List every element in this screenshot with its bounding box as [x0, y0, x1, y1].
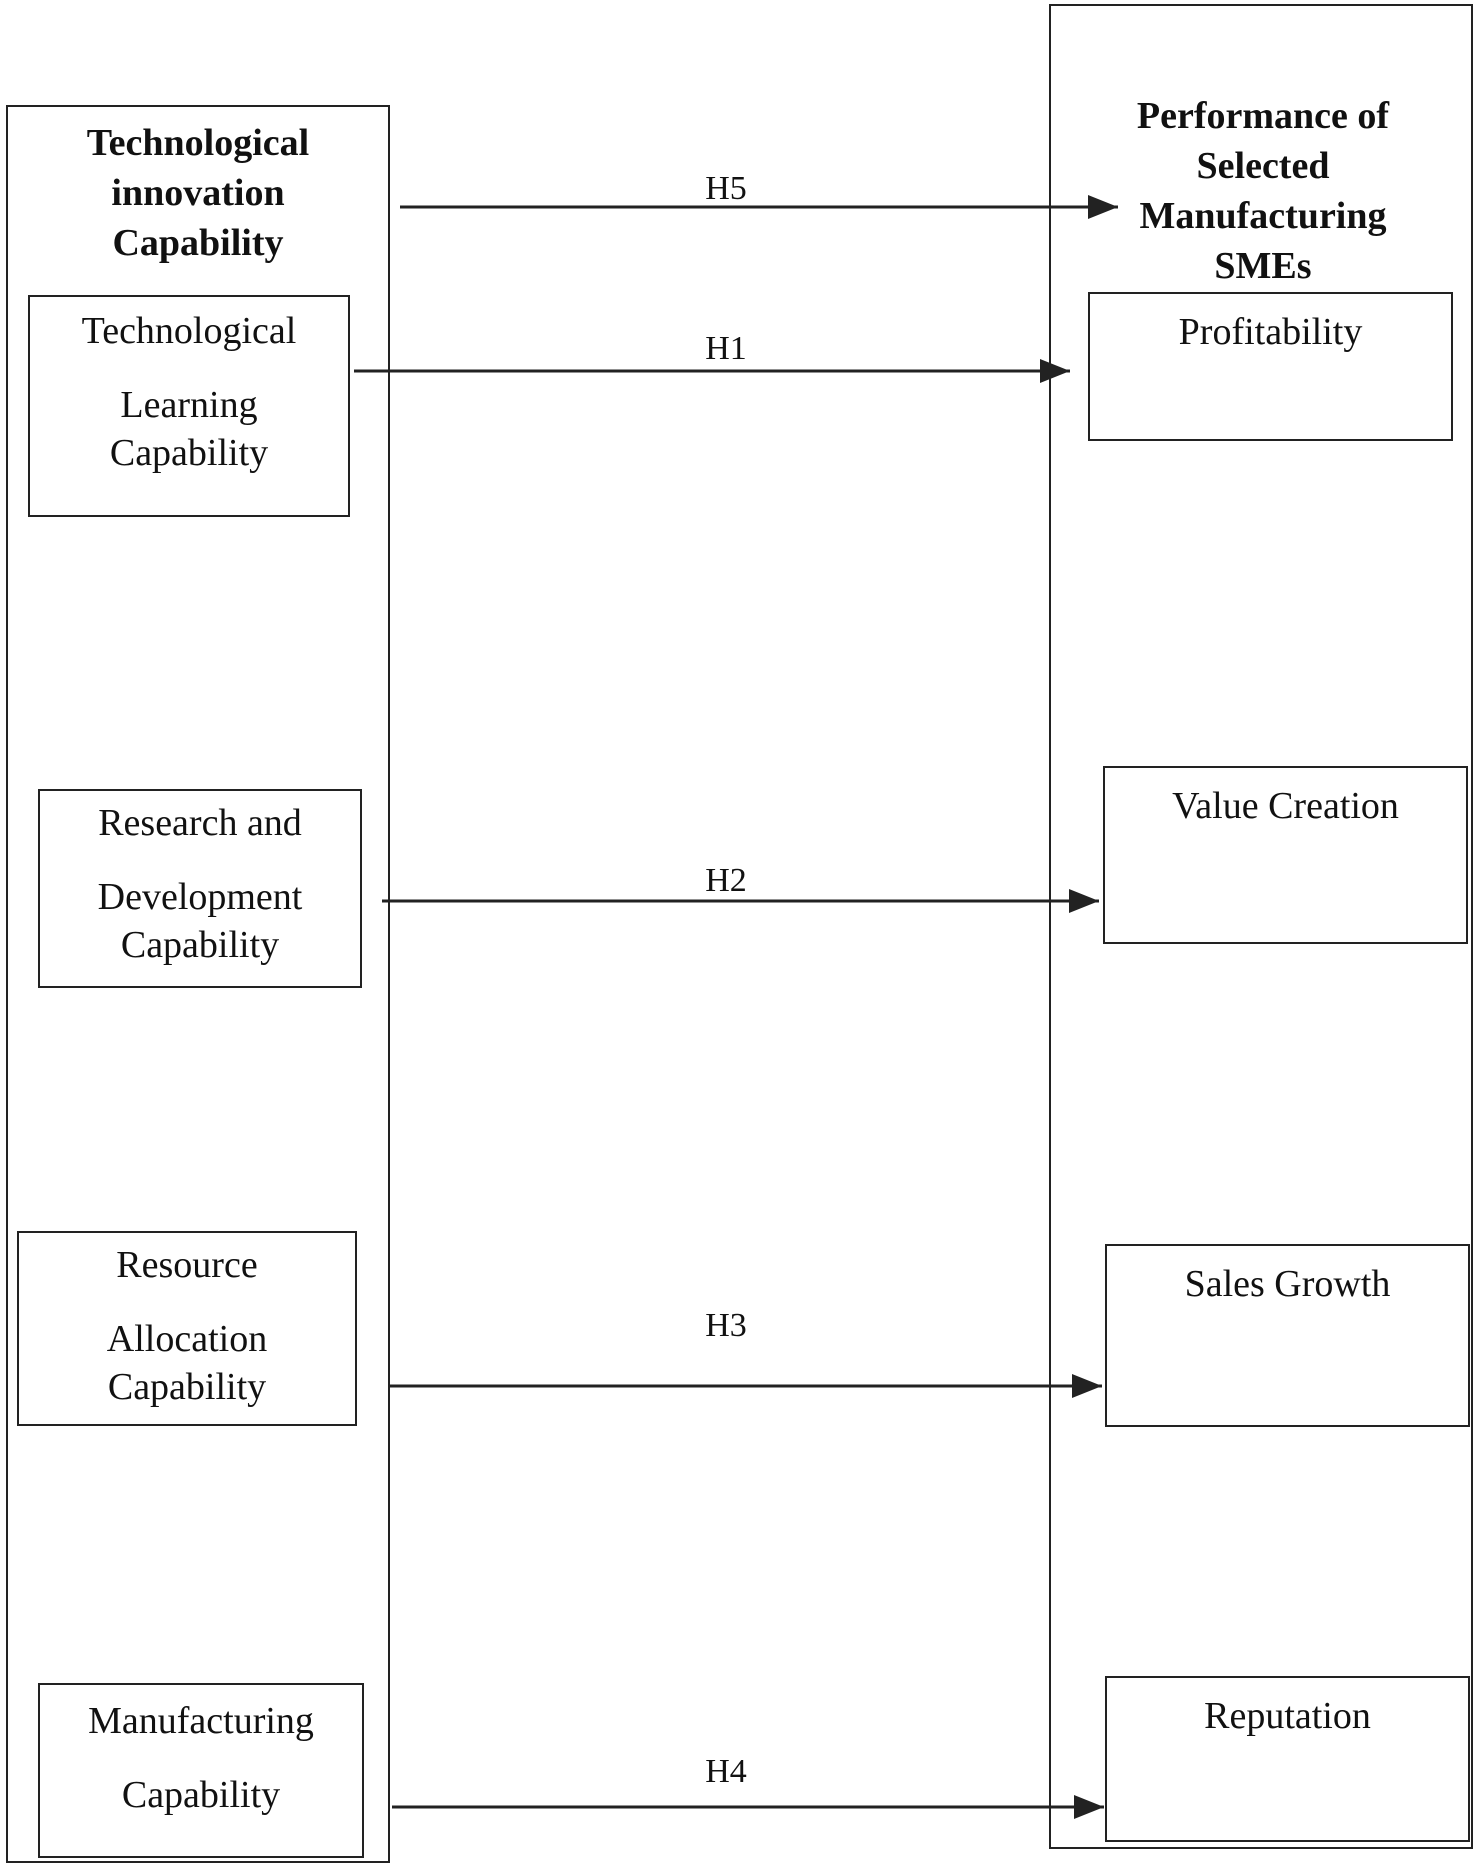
- hypothesis-label-h2: H2: [705, 862, 747, 899]
- construct-resource-allocation: Resource Allocation Capability: [17, 1231, 357, 1426]
- left-group-title: Technological innovation Capability: [86, 122, 310, 264]
- construct-research-development: Research and Development Capability: [38, 789, 362, 988]
- hypothesis-label-h1: H1: [705, 330, 747, 367]
- right-group-title: Performance of Selected Manufacturing SM…: [1136, 95, 1390, 287]
- outcome-value-creation: Value Creation: [1103, 766, 1468, 944]
- hypothesis-label-h4: H4: [705, 1753, 747, 1790]
- hypothesis-label-h3: H3: [705, 1307, 747, 1344]
- hypothesis-label-h5: H5: [705, 170, 747, 207]
- left-group-frame: [6, 105, 390, 1863]
- construct-manufacturing: Manufacturing Capability: [38, 1683, 364, 1858]
- outcome-reputation: Reputation: [1105, 1676, 1470, 1842]
- outcome-sales-growth: Sales Growth: [1105, 1244, 1470, 1427]
- construct-technological-learning: Technological Learning Capability: [28, 295, 350, 517]
- outcome-profitability: Profitability: [1088, 292, 1453, 441]
- right-group-frame: [1049, 4, 1473, 1849]
